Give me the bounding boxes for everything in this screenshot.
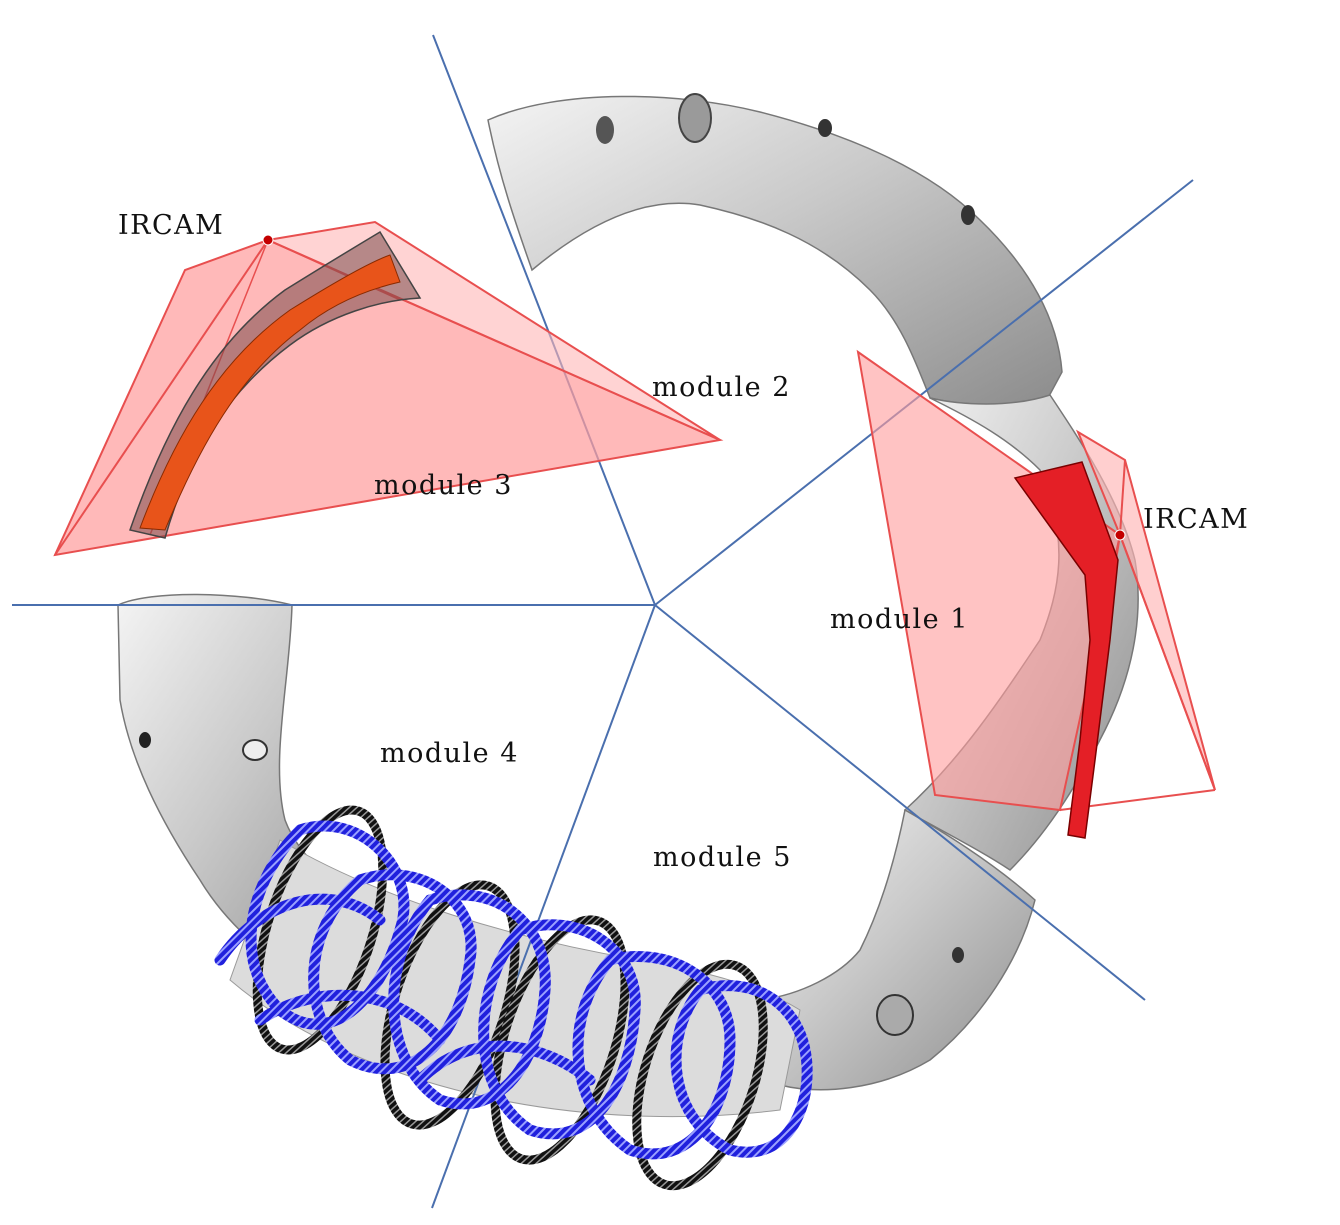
port-hole xyxy=(678,93,712,143)
port-hole xyxy=(961,205,975,225)
sector-line xyxy=(654,604,1146,1001)
label-ircam-right: IRCAM xyxy=(1143,504,1249,535)
divertor-target-left xyxy=(139,254,401,531)
planar-coil xyxy=(214,893,386,966)
planar-coil xyxy=(414,1040,596,1086)
port-hole xyxy=(952,947,964,963)
port-hole xyxy=(876,994,914,1036)
nonplanar-coil xyxy=(490,915,630,1165)
ircam-left-fov xyxy=(53,220,724,557)
fov-edge xyxy=(54,239,269,556)
port-hole xyxy=(596,116,614,144)
port-hole xyxy=(139,732,151,748)
planar-coil xyxy=(572,951,736,1160)
planar-coil xyxy=(670,980,813,1158)
sector-line xyxy=(654,179,1194,606)
sector-line xyxy=(431,604,656,1209)
planar-coils xyxy=(214,820,813,1160)
sector-line xyxy=(432,34,656,606)
fov-edge xyxy=(1119,459,1126,536)
fov-edge xyxy=(1119,534,1216,791)
port-hole xyxy=(242,739,268,761)
label-ircam-left: IRCAM xyxy=(118,210,224,241)
nonplanar-coil xyxy=(632,959,768,1191)
vessel-module-5 xyxy=(759,808,1036,1091)
ircam-right-marker xyxy=(1114,529,1126,541)
labels: IRCAM IRCAM module 2 module 3 module 1 m… xyxy=(118,210,1249,873)
label-module-4: module 4 xyxy=(380,738,519,769)
port-hole xyxy=(818,119,832,137)
label-module-3: module 3 xyxy=(374,470,513,501)
label-module-1: module 1 xyxy=(830,604,969,635)
ircam-right-fov xyxy=(856,349,1216,839)
divertor-target-right xyxy=(1013,461,1119,839)
coil-set xyxy=(214,805,813,1191)
planar-coil xyxy=(254,989,446,1046)
ircam-left-marker xyxy=(262,234,274,246)
label-module-2: module 2 xyxy=(652,372,791,403)
label-module-5: module 5 xyxy=(653,842,792,873)
